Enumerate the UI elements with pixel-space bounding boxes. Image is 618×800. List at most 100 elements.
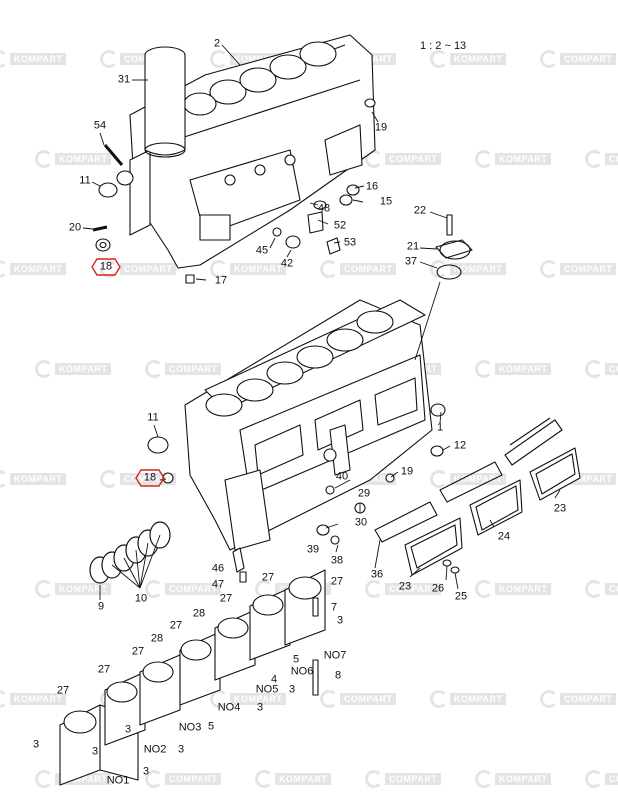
watermark-text: KOMPART (495, 153, 552, 165)
middle-engine-block (184, 299, 433, 551)
watermark-logo-icon (35, 770, 53, 788)
watermark: COMPART (145, 770, 222, 788)
callout-30: 30 (354, 516, 368, 529)
callout-53: 53 (343, 236, 357, 249)
watermark: KOMPART (255, 770, 332, 788)
callout-27-d: 27 (169, 619, 183, 632)
watermark-logo-icon (475, 360, 493, 378)
callout-3-b: 3 (32, 738, 40, 751)
watermark-text: COMPART (120, 263, 177, 275)
watermark-text: KOMPART (450, 53, 507, 65)
callout-5-b: 5 (292, 653, 300, 666)
watermark-text: KOMPART (450, 263, 507, 275)
callout-38: 38 (330, 554, 344, 567)
watermark-text: COMPART (165, 773, 222, 785)
callout-27-a: 27 (56, 684, 70, 697)
watermark-text: KOMPART (10, 263, 67, 275)
watermark: COMPART (540, 50, 617, 68)
watermark-text: COMPART (560, 263, 617, 275)
callout-19-top: 19 (374, 121, 388, 134)
watermark-text: KOMPART (230, 693, 287, 705)
watermark-text: KOMPART (275, 773, 332, 785)
watermark-text: COMPART (385, 153, 442, 165)
watermark: COMPART (145, 580, 222, 598)
watermark-logo-icon (145, 770, 163, 788)
callout-12: 12 (453, 439, 467, 452)
callout-15: 15 (379, 195, 393, 208)
watermark-text: KOMPART (55, 153, 112, 165)
watermark-text: KOMPART (55, 583, 112, 595)
watermark: KOMPART (475, 360, 552, 378)
callout-3-d: 3 (177, 743, 185, 756)
bearing-no2: NO2 (143, 743, 167, 756)
watermark-logo-icon (430, 50, 448, 68)
watermark-logo-icon (585, 150, 603, 168)
watermark: COMPART (320, 690, 397, 708)
watermark-text: COMPART (385, 583, 442, 595)
callout-36: 36 (370, 568, 384, 581)
watermark-text: COMPART (340, 263, 397, 275)
watermark: KOMPART (35, 580, 112, 598)
watermark: COMPART (585, 770, 618, 788)
watermark-logo-icon (585, 580, 603, 598)
watermark-text: COMPART (165, 583, 222, 595)
watermark: COMPART (585, 360, 618, 378)
callout-31: 31 (117, 73, 131, 86)
watermark-logo-icon (100, 260, 118, 278)
watermark-logo-icon (475, 770, 493, 788)
top-engine-block (129, 34, 376, 269)
watermark-text: COMPART (340, 693, 397, 705)
callout-27-b: 27 (97, 663, 111, 676)
watermark-logo-icon (475, 580, 493, 598)
bearing-no7: NO7 (323, 649, 347, 662)
callout-54: 54 (93, 119, 107, 132)
watermark-logo-icon (210, 50, 228, 68)
callout-18-middle: 18 (143, 471, 157, 484)
callout-17: 17 (214, 274, 228, 287)
callout-3-a: 3 (336, 614, 344, 627)
callout-10: 10 (134, 592, 148, 605)
watermark: COMPART (365, 770, 442, 788)
watermark: KOMPART (430, 50, 507, 68)
callout-18-top: 18 (99, 260, 113, 273)
callout-37: 37 (404, 255, 418, 268)
watermark-logo-icon (365, 150, 383, 168)
watermark-logo-icon (320, 260, 338, 278)
watermark: COMPART (100, 260, 177, 278)
callout-3-c: 3 (142, 765, 150, 778)
watermark-text: COMPART (605, 363, 618, 375)
watermark-logo-icon (145, 360, 163, 378)
bearing-no6: NO6 (290, 665, 314, 678)
callout-7: 7 (330, 601, 338, 614)
callout-27-c: 27 (131, 645, 145, 658)
watermark-text: KOMPART (450, 473, 507, 485)
watermark-text: COMPART (605, 153, 618, 165)
callout-21: 21 (406, 240, 420, 253)
callout-24: 24 (497, 530, 511, 543)
watermark-text: KOMPART (55, 363, 112, 375)
callout-52: 52 (333, 219, 347, 232)
watermark-logo-icon (540, 260, 558, 278)
watermark-logo-icon (210, 690, 228, 708)
watermark: KOMPART (0, 260, 67, 278)
highlight-hexagon-18-middle (135, 469, 165, 487)
callout-5-a: 5 (207, 720, 215, 733)
callout-28-b: 28 (192, 607, 206, 620)
watermark-logo-icon (475, 150, 493, 168)
watermark-text: KOMPART (495, 363, 552, 375)
watermark-logo-icon (35, 580, 53, 598)
watermark: COMPART (585, 580, 618, 598)
callout-4: 4 (270, 673, 278, 686)
callout-27-g: 27 (330, 575, 344, 588)
callout-2: 2 (213, 37, 221, 50)
callout-40: 40 (335, 470, 349, 483)
watermark-text: KOMPART (495, 773, 552, 785)
cover-21 (435, 214, 473, 280)
middle-seals-and-plugs (147, 403, 446, 583)
callout-3-h: 3 (91, 745, 99, 758)
callout-3-g: 3 (124, 723, 132, 736)
bearing-no4: NO4 (217, 701, 241, 714)
main-bearing-caps (59, 569, 326, 786)
watermark-text: KOMPART (10, 53, 67, 65)
callout-22: 22 (413, 204, 427, 217)
